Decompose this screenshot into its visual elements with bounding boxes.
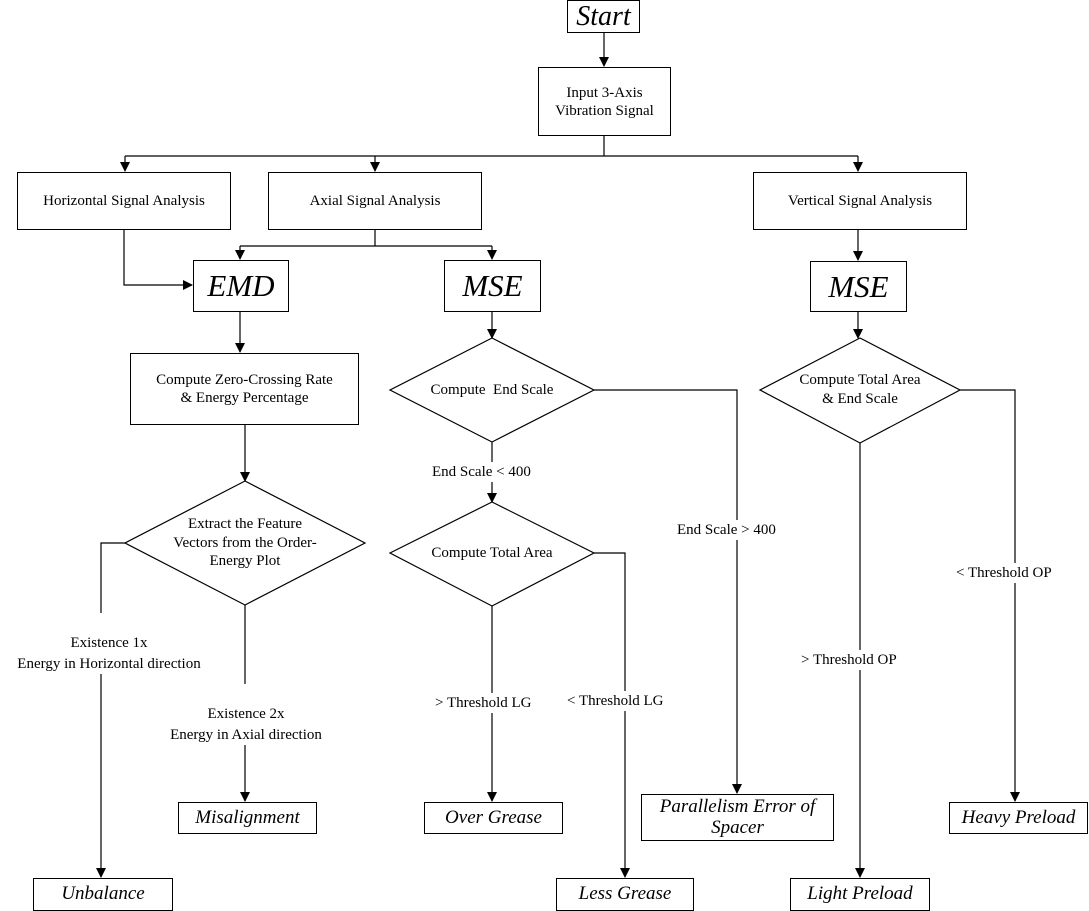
mse-vertical-node: MSE [810,261,907,312]
axial-analysis-label: Axial Signal Analysis [309,193,441,209]
total-area-decision-label: Compute Total Area [431,544,553,561]
horizontal-analysis-node: Horizontal Signal Analysis [17,172,231,230]
vertical-analysis-node: Vertical Signal Analysis [753,172,967,230]
less-grease-node: Less Grease [556,878,694,911]
edge-label-existence-1x: Existence 1x Energy in Horizontal direct… [0,613,218,674]
input-signal-node: Input 3-Axis Vibration Signal [538,67,671,136]
zero-crossing-label: Compute Zero-Crossing Rate & Energy Perc… [156,372,333,406]
edge-label-end-scale-lt: End Scale < 400 [431,462,532,483]
edge-label-gt-threshold-lg-text: > Threshold LG [435,695,532,711]
total-area-end-scale-label: Compute Total Area & End Scale [799,372,921,407]
start-label: Start [576,0,631,32]
edge-label-lt-threshold-op-text: < Threshold OP [956,565,1052,581]
mse-vertical-label: MSE [828,268,889,304]
decision-total-area-end-scale-shape [758,337,962,444]
end-scale-decision-label: Compute End Scale [430,381,554,398]
axial-analysis-node: Axial Signal Analysis [268,172,482,230]
decision-extract-feature-shape [123,480,367,606]
zero-crossing-node: Compute Zero-Crossing Rate & Energy Perc… [130,353,359,425]
connector-horizontal-emd [123,230,193,290]
heavy-preload-label: Heavy Preload [961,806,1076,828]
edge-label-existence-2x: Existence 2x Energy in Axial direction [152,684,340,745]
vertical-analysis-label: Vertical Signal Analysis [787,193,933,209]
over-grease-label: Over Grease [445,806,542,828]
edge-label-existence-2x-text: Existence 2x Energy in Axial direction [170,706,322,743]
emd-label: EMD [207,268,275,304]
parallelism-error-label: Parallelism Error of Spacer [659,795,816,838]
end-scale-decision: Compute End Scale [405,370,579,410]
unbalance-label: Unbalance [61,883,145,905]
connector-endscale-parallelism [594,389,742,794]
total-area-end-scale-decision: Compute Total Area & End Scale [775,366,945,414]
start-node: Start [567,0,640,33]
connector-extract-unbalance [96,542,131,878]
edge-label-end-scale-gt-text: End Scale > 400 [677,522,776,538]
mse-axial-node: MSE [444,260,541,312]
misalignment-label: Misalignment [195,806,300,828]
connector-input-split [125,136,858,157]
unbalance-node: Unbalance [33,878,173,911]
light-preload-node: Light Preload [790,878,930,911]
light-preload-label: Light Preload [807,883,913,905]
parallelism-error-node: Parallelism Error of Spacer [641,794,834,841]
emd-node: EMD [193,260,289,312]
heavy-preload-node: Heavy Preload [949,802,1088,834]
edge-label-end-scale-lt-text: End Scale < 400 [432,464,531,480]
edge-label-lt-threshold-lg-text: < Threshold LG [567,693,664,709]
edge-label-gt-threshold-op: > Threshold OP [800,650,898,671]
connector-axial-split [240,230,492,247]
edge-label-end-scale-gt: End Scale > 400 [676,520,777,541]
input-signal-label: Input 3-Axis Vibration Signal [555,84,654,119]
edge-label-lt-threshold-lg: < Threshold LG [566,691,665,712]
mse-axial-label: MSE [462,268,523,304]
edge-label-gt-threshold-op-text: > Threshold OP [801,652,897,668]
less-grease-label: Less Grease [578,883,672,905]
edge-label-gt-threshold-lg: > Threshold LG [434,693,533,714]
extract-feature-label: Extract the Feature Vectors from the Ord… [173,515,317,570]
edge-label-existence-1x-text: Existence 1x Energy in Horizontal direct… [17,635,201,672]
edge-label-lt-threshold-op: < Threshold OP [955,563,1053,584]
total-area-decision: Compute Total Area [405,533,579,573]
connector-totalarea-lessgrease [594,552,630,878]
decision-total-area-shape [388,501,596,607]
connector-to-heavy-preload [960,389,1020,802]
over-grease-node: Over Grease [424,802,563,834]
horizontal-analysis-label: Horizontal Signal Analysis [43,193,205,209]
extract-feature-decision: Extract the Feature Vectors from the Ord… [145,505,345,581]
misalignment-node: Misalignment [178,802,317,834]
decision-end-scale-shape [388,337,596,443]
